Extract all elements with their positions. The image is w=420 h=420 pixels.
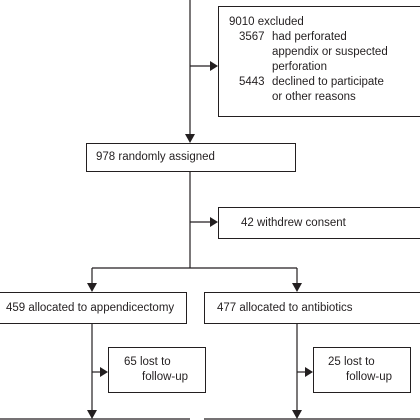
excluded-perforated-line-1: had perforated xyxy=(272,31,347,43)
arrowhead-right-lost xyxy=(305,367,313,377)
excluded-perforated-line-3: perforation xyxy=(272,61,327,73)
arrowhead-left-lost xyxy=(100,367,108,377)
randomised-box: 978 randomly assigned xyxy=(86,143,296,172)
antibiotics-lost-box: 25 lost to follow-up xyxy=(313,347,411,393)
excluded-declined-count: 5443 xyxy=(239,76,265,88)
excluded-perforated-line-2: appendix or suspected xyxy=(272,46,388,58)
arrowhead-right-arm xyxy=(292,283,302,292)
withdrew-label: 42 withdrew consent xyxy=(241,217,346,229)
appendicectomy-allocation-label: 459 allocated to appendicectomy xyxy=(6,302,175,314)
arrowhead-randomised xyxy=(185,134,195,143)
excluded-total: 9010 excluded xyxy=(229,16,304,28)
arrowhead-left-bottom xyxy=(87,410,97,419)
appendicectomy-allocation-box: 459 allocated to appendicectomy xyxy=(0,292,187,324)
antibiotics-allocation-label: 477 allocated to antibiotics xyxy=(217,302,353,314)
appendicectomy-lost-box: 65 lost to follow-up xyxy=(108,347,206,393)
excluded-declined-line-2: or other reasons xyxy=(272,91,356,103)
excluded-perforated-count: 3567 xyxy=(239,31,265,43)
withdrew-box: 42 withdrew consent xyxy=(218,207,420,239)
antibiotics-lost-line-1: 25 lost to xyxy=(328,356,375,368)
arrowhead-withdrew xyxy=(210,217,218,227)
arrowhead-excluded xyxy=(210,61,218,71)
arrowhead-left-arm xyxy=(87,283,97,292)
appendicectomy-lost-line-2: follow-up xyxy=(142,371,189,383)
appendicectomy-lost-line-1: 65 lost to xyxy=(124,356,171,368)
randomised-label: 978 randomly assigned xyxy=(96,151,215,163)
excluded-item-perforated: 3567 had perforated appendix or suspecte… xyxy=(239,30,420,75)
excluded-item-declined: 5443 declined to participate or other re… xyxy=(239,75,420,105)
antibiotics-allocation-box: 477 allocated to antibiotics xyxy=(204,292,420,324)
excluded-declined-line-1: declined to participate xyxy=(272,76,384,88)
antibiotics-lost-line-2: follow-up xyxy=(346,371,393,383)
arrowhead-right-bottom xyxy=(292,410,302,419)
excluded-box: 9010 excluded 3567 had perforated append… xyxy=(218,6,420,117)
